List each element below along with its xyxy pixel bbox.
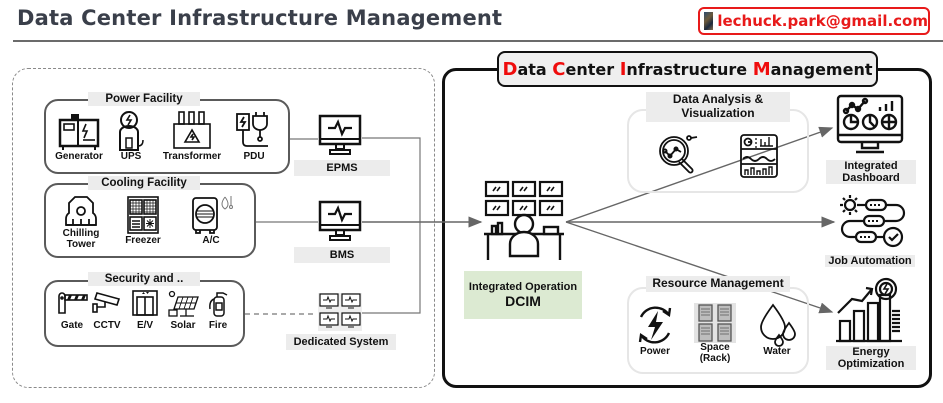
ac-label: A/C bbox=[202, 235, 220, 246]
resource-power-label: Power bbox=[639, 346, 670, 357]
epms-label: EPMS bbox=[294, 160, 390, 176]
dcim-word-center: enter bbox=[565, 59, 620, 79]
data-analysis-label-line1: Data Analysis & bbox=[672, 92, 764, 106]
job-automation-icon bbox=[840, 195, 906, 248]
author-email: lechuck.park@gmail.com bbox=[717, 12, 928, 30]
water-drops-icon bbox=[760, 303, 796, 347]
power-cycle-icon bbox=[638, 306, 672, 344]
solar-panel-icon bbox=[168, 290, 199, 317]
solar-label: Solar bbox=[170, 320, 196, 331]
dcim-word-infrastructure: nfrastructure bbox=[626, 59, 753, 79]
energy-optimization-label: Energy Optimization bbox=[826, 346, 916, 371]
dcim-initial-d: D bbox=[502, 58, 518, 80]
integrated-dashboard-line2: Dashboard bbox=[842, 172, 900, 185]
generator-label: Generator bbox=[55, 151, 103, 162]
fire-label: Fire bbox=[208, 320, 228, 331]
transformer-icon bbox=[173, 111, 211, 149]
energy-optimization-line1: Energy bbox=[852, 346, 890, 358]
dedicated-system-label: Dedicated System bbox=[286, 334, 396, 350]
pdu-icon bbox=[236, 112, 268, 147]
air-conditioner-icon bbox=[192, 196, 233, 234]
ups-item: UPS bbox=[112, 110, 150, 163]
chilling-tower-item: Chilling Tower bbox=[56, 193, 106, 250]
elevator-label: E/V bbox=[136, 320, 154, 331]
elevator-item: E/V bbox=[128, 289, 162, 332]
gate-item: Gate bbox=[54, 289, 90, 332]
integrated-dashboard-icon bbox=[836, 94, 904, 154]
page-title: Data Center Infrastructure Management bbox=[17, 6, 503, 30]
fire-extinguisher-icon bbox=[209, 292, 228, 317]
integrated-dashboard-label: Integrated Dashboard bbox=[826, 160, 916, 185]
ups-label: UPS bbox=[120, 151, 142, 162]
gate-barrier-icon bbox=[58, 292, 88, 314]
dcim-label: DCIM bbox=[505, 293, 541, 309]
dcim-to-dashboard-arrow bbox=[565, 126, 834, 223]
resource-water-label: Water bbox=[763, 346, 791, 357]
dashboard-chart-icon bbox=[740, 134, 778, 178]
integrated-operation-box: Integrated Operation DCIM bbox=[464, 271, 582, 319]
gate-label: Gate bbox=[60, 320, 84, 331]
energy-optimization-line2: Optimization bbox=[837, 358, 905, 371]
freezer-icon bbox=[127, 196, 159, 234]
solar-item: Solar bbox=[164, 289, 202, 332]
cctv-item: CCTV bbox=[90, 289, 124, 332]
power-facility-label: Power Facility bbox=[88, 92, 200, 106]
author-email-badge: lechuck.park@gmail.com bbox=[698, 7, 930, 35]
data-analysis-group bbox=[627, 109, 809, 193]
epms-bus-line bbox=[362, 137, 421, 314]
generator-icon bbox=[58, 114, 100, 150]
resource-management-label: Resource Management bbox=[646, 276, 790, 292]
dedicated-system-monitors-icon bbox=[318, 293, 362, 331]
bms-label: BMS bbox=[294, 247, 390, 263]
cooling-facility-label: Cooling Facility bbox=[88, 176, 200, 190]
bms-monitor-icon bbox=[318, 200, 362, 241]
pdu-item: PDU bbox=[228, 110, 280, 163]
transformer-item: Transformer bbox=[160, 110, 224, 163]
cctv-label: CCTV bbox=[93, 320, 121, 331]
freezer-label: Freezer bbox=[125, 235, 161, 246]
author-avatar bbox=[704, 12, 714, 30]
pdu-label: PDU bbox=[243, 151, 265, 162]
dcim-initial-c: C bbox=[552, 58, 566, 80]
job-automation-label: Job Automation bbox=[825, 255, 915, 268]
operator-control-room-icon bbox=[484, 180, 564, 260]
dcim-initial-i: I bbox=[619, 58, 627, 80]
server-rack-icon bbox=[694, 303, 736, 343]
cctv-camera-icon bbox=[92, 292, 121, 313]
facility-systems-frame bbox=[12, 68, 435, 388]
fire-item: Fire bbox=[202, 289, 234, 332]
ac-item: A/C bbox=[184, 194, 238, 247]
dcim-word-management: anagement bbox=[770, 59, 873, 79]
integrated-operation-label: Integrated Operation bbox=[468, 281, 578, 293]
resource-space-item: Space (Rack) bbox=[692, 303, 738, 364]
chilling-tower-icon bbox=[65, 196, 97, 226]
chilling-tower-label: Chilling Tower bbox=[62, 228, 100, 250]
integrated-dashboard-line1: Integrated bbox=[844, 160, 898, 172]
dcim-initial-m: M bbox=[752, 58, 771, 80]
ups-icon bbox=[119, 111, 144, 151]
resource-power-item: Power bbox=[632, 303, 678, 358]
resource-water-item: Water bbox=[754, 303, 800, 358]
elevator-icon bbox=[132, 290, 158, 316]
transformer-label: Transformer bbox=[162, 151, 222, 162]
dcim-to-energy-arrow bbox=[565, 221, 834, 314]
generator-item: Generator bbox=[52, 112, 106, 163]
resource-space-label: Space (Rack) bbox=[699, 342, 731, 364]
title-divider bbox=[13, 40, 943, 42]
data-analysis-label: Data Analysis & Visualization bbox=[646, 92, 790, 122]
epms-monitor-icon bbox=[318, 114, 362, 155]
security-facility-label: Security and .. bbox=[88, 272, 200, 286]
dcim-word-data: ata bbox=[517, 59, 553, 79]
energy-optimization-icon bbox=[836, 277, 902, 343]
freezer-item: Freezer bbox=[118, 194, 168, 247]
data-analysis-label-line2: Visualization bbox=[681, 105, 755, 120]
magnifier-analytics-icon bbox=[659, 135, 698, 174]
